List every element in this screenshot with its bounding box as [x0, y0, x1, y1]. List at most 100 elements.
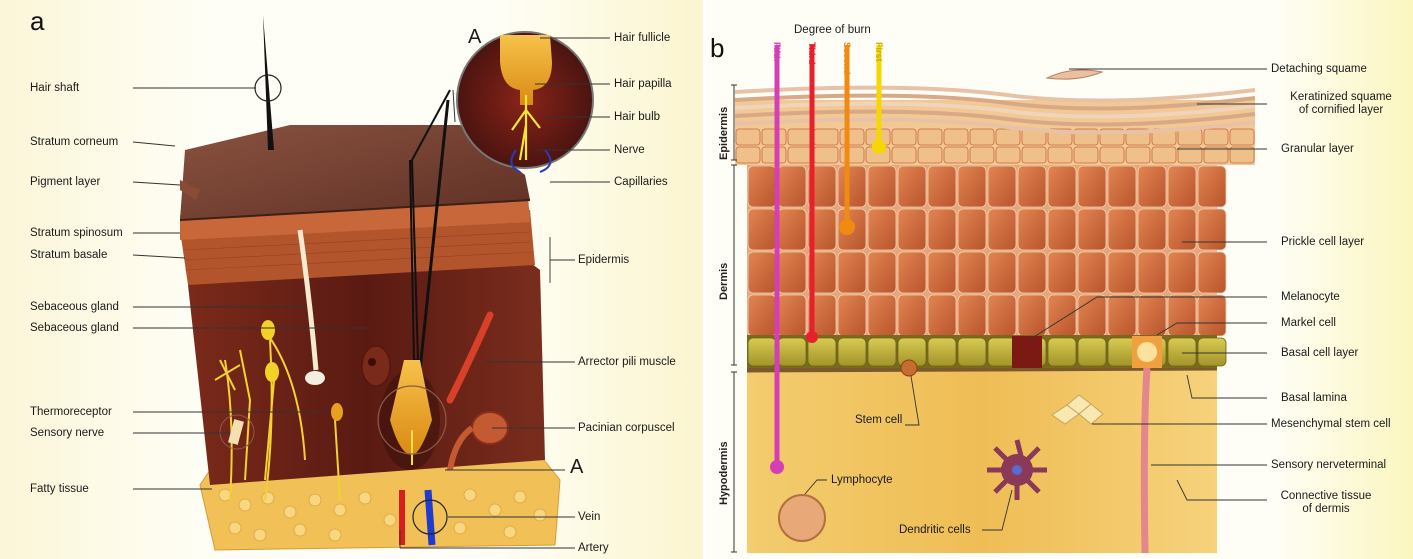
cell	[1048, 209, 1076, 250]
cell	[1152, 147, 1176, 163]
cell	[898, 252, 926, 293]
label-granular-layer: Granular layer	[1281, 143, 1354, 156]
cell	[1168, 295, 1196, 336]
sensory-nerve-terminal	[1144, 368, 1147, 553]
cell	[840, 147, 864, 163]
receptor	[265, 362, 279, 382]
panel-a-skin-cross-section: a A A Hair shaft Stratum corneum Pigment…	[0, 0, 703, 559]
cell	[996, 147, 1020, 163]
label-lymphocyte: Lymphocyte	[831, 474, 893, 487]
burn-second-label: Second	[842, 42, 852, 75]
cell	[1198, 209, 1226, 250]
cell	[1078, 338, 1106, 366]
cell	[1078, 166, 1106, 207]
cell	[944, 129, 968, 145]
cell	[748, 338, 776, 366]
cell	[1204, 129, 1228, 145]
sebaceous-gland	[362, 346, 390, 386]
panel-b-skin-layers: b Degree of burn Fifth Third Second Firs…	[707, 0, 1413, 559]
detaching-squame	[1047, 70, 1102, 79]
cell	[928, 338, 956, 366]
label-stratum-basale: Stratum basale	[30, 249, 107, 262]
label-markel-cell: Markel cell	[1281, 317, 1336, 330]
cell	[1018, 209, 1046, 250]
cell	[1138, 166, 1166, 207]
cell	[838, 295, 866, 336]
cell	[958, 166, 986, 207]
dendritic-cell	[987, 440, 1047, 500]
cell	[868, 295, 896, 336]
label-capillaries: Capillaries	[614, 176, 668, 189]
cell	[928, 252, 956, 293]
cell	[1018, 295, 1046, 336]
cell	[868, 166, 896, 207]
label-sensory-nerve: Sensory nerve	[30, 427, 104, 440]
cell	[928, 295, 956, 336]
cell	[1198, 166, 1226, 207]
cell	[778, 295, 806, 336]
label-prickle-cell-layer: Prickle cell layer	[1281, 236, 1364, 249]
cell	[778, 252, 806, 293]
marker-letter: A	[570, 456, 583, 478]
cell	[1074, 147, 1098, 163]
cell	[1048, 147, 1072, 163]
cell	[898, 295, 926, 336]
cell	[1018, 166, 1046, 207]
vein-vessel	[428, 490, 432, 545]
cell	[944, 147, 968, 163]
label-sebaceous-gland-1: Sebaceous gland	[30, 301, 119, 314]
cell	[892, 147, 916, 163]
label-hair-bulb: Hair bulb	[614, 111, 660, 124]
melanocyte-cell	[1012, 336, 1042, 368]
cell	[838, 252, 866, 293]
label-sensory-nerveterminal: Sensory nerveterminal	[1271, 459, 1386, 472]
cell	[988, 166, 1016, 207]
label-melanocyte: Melanocyte	[1281, 291, 1340, 304]
cell	[970, 129, 994, 145]
cell	[1198, 252, 1226, 293]
inset-letter: A	[468, 26, 481, 48]
label-hair-shaft: Hair shaft	[30, 82, 79, 95]
skin-block-illustration	[0, 0, 703, 559]
cell	[1198, 295, 1226, 336]
cell	[1138, 252, 1166, 293]
label-vein: Vein	[578, 511, 600, 524]
label-arrector-pili-muscle: Arrector pili muscle	[578, 356, 676, 369]
cell	[868, 338, 896, 366]
label-nerve: Nerve	[614, 144, 645, 157]
label-pacinian-corpuscel: Pacinian corpuscel	[578, 422, 675, 435]
lymphocyte-cell	[779, 495, 825, 541]
cell	[1168, 166, 1196, 207]
panel-letter-b: b	[710, 33, 724, 64]
cell	[1018, 252, 1046, 293]
cell	[840, 129, 864, 145]
label-keratinized-squame-line2: of cornified layer	[1299, 104, 1383, 116]
label-sebaceous-gland-2: Sebaceous gland	[30, 322, 119, 335]
cell	[918, 147, 942, 163]
stem-cell	[901, 360, 917, 376]
burn-first-label: First	[874, 42, 884, 62]
cell	[1048, 252, 1076, 293]
label-connective-tissue-line2: of dermis	[1302, 503, 1349, 515]
label-mesenchymal-stem-cell: Mesenchymal stem cell	[1271, 418, 1391, 431]
cell	[1048, 166, 1076, 207]
label-keratinized-squame: Keratinized squame of cornified layer	[1271, 91, 1411, 117]
cell	[778, 209, 806, 250]
cell	[1078, 252, 1106, 293]
cell	[988, 295, 1016, 336]
cell	[1108, 166, 1136, 207]
cell	[1126, 147, 1150, 163]
cell	[1048, 295, 1076, 336]
label-connective-tissue: Connective tissue of dermis	[1271, 490, 1381, 516]
cell	[958, 295, 986, 336]
label-connective-tissue-line1: Connective tissue	[1281, 490, 1372, 502]
cell	[748, 295, 776, 336]
cell	[868, 252, 896, 293]
cell	[1078, 295, 1106, 336]
cell	[1108, 295, 1136, 336]
cell	[1138, 209, 1166, 250]
cell	[1168, 252, 1196, 293]
label-hair-papilla: Hair papilla	[614, 78, 672, 91]
cell	[1100, 147, 1124, 163]
cell	[892, 129, 916, 145]
